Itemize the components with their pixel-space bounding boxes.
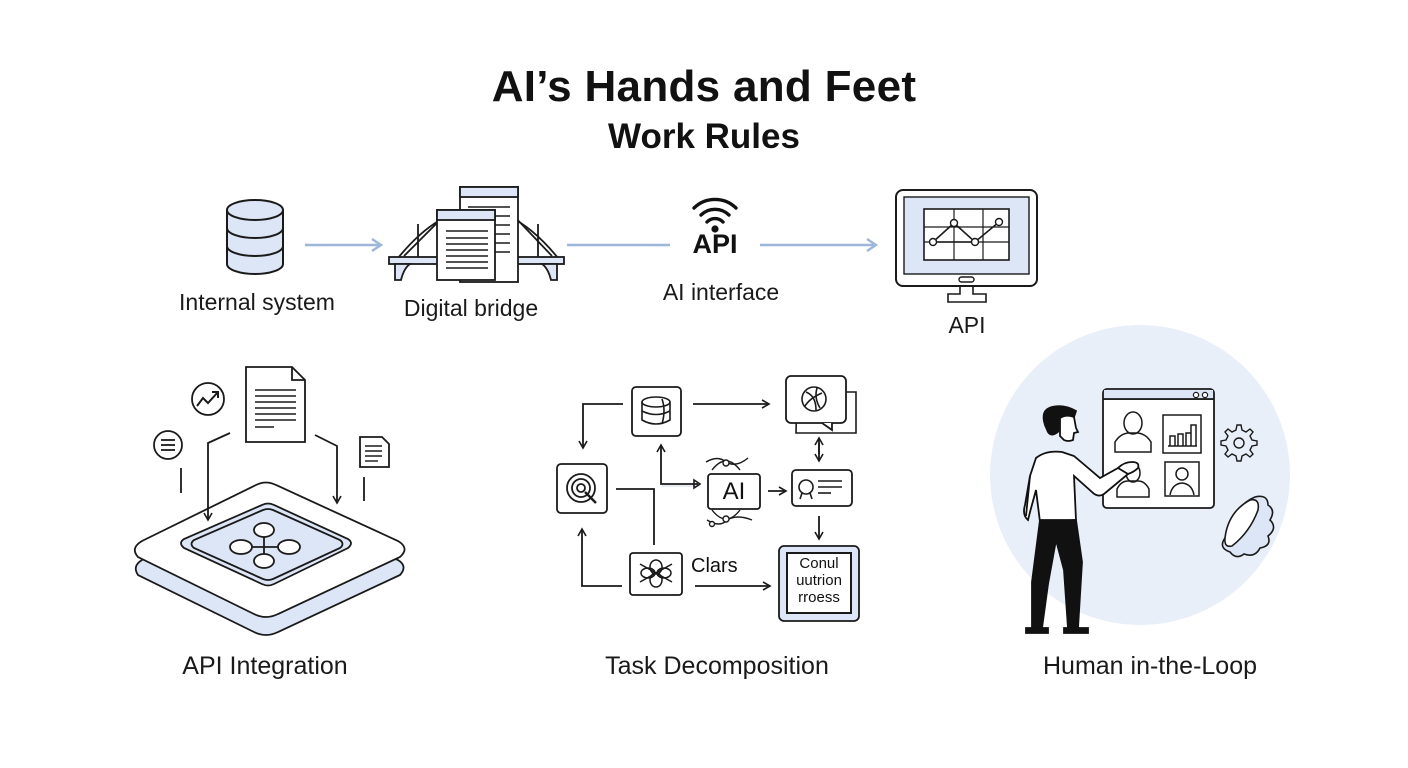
- api-integration-illustration: [133, 366, 406, 636]
- molecule-icon: [639, 559, 673, 588]
- flow-label-internal-system: Internal system: [179, 289, 335, 315]
- task-decomposition-illustration: [556, 375, 860, 622]
- clars-label: Clars: [691, 555, 738, 577]
- list-icon: [153, 430, 183, 460]
- aperture-icon: [801, 386, 827, 412]
- process-node-label: Conul uutrion rroess: [787, 555, 851, 606]
- certificate-node: [791, 469, 853, 507]
- process-line-1: Conul: [799, 555, 839, 572]
- network-hub-icon: [229, 522, 301, 569]
- panel-label-task-decomposition: Task Decomposition: [605, 652, 829, 680]
- wifi-icon: [692, 197, 738, 233]
- panel-label-human-in-the-loop: Human in-the-Loop: [1042, 652, 1258, 680]
- human-in-loop-illustration: [990, 325, 1290, 634]
- target-search-icon: [566, 473, 597, 504]
- certificate-icon: [798, 479, 842, 500]
- person-icon: [1023, 405, 1140, 634]
- clars-node: [629, 552, 683, 596]
- database-small-icon: [641, 396, 671, 425]
- target-node: [556, 463, 608, 514]
- page-subtitle: Work Rules: [608, 117, 800, 156]
- cloud-icon: [1221, 495, 1275, 558]
- process-node: [778, 545, 860, 622]
- db-node: [631, 386, 682, 437]
- chat-node: [785, 375, 857, 434]
- flow-label-ai-interface: AI interface: [662, 279, 780, 305]
- profile-icon: [1114, 411, 1152, 453]
- page-title: AI’s Hands and Feet: [491, 62, 917, 111]
- dashboard-window-icon: [1102, 388, 1215, 509]
- panel-label-api-integration: API Integration: [182, 652, 348, 680]
- flow-label-api: API: [948, 312, 986, 338]
- bridge-documents-icon: [388, 186, 565, 283]
- ai-node-label: AI: [722, 477, 746, 505]
- api-badge-text: API: [692, 229, 738, 259]
- ai-node: [705, 457, 761, 528]
- gear-icon: [1220, 424, 1258, 462]
- trend-chart-icon: [191, 382, 225, 416]
- document-icon: [245, 366, 306, 443]
- process-line-2: uutrion: [796, 572, 842, 589]
- monitor-chart-icon: [895, 189, 1038, 303]
- flow-label-digital-bridge: Digital bridge: [403, 295, 539, 321]
- small-document-icon: [359, 436, 390, 468]
- process-line-3: rroess: [798, 589, 840, 606]
- database-icon: [226, 199, 284, 275]
- bar-chart-icon: [1162, 414, 1202, 454]
- profile-icon-3: [1164, 461, 1200, 497]
